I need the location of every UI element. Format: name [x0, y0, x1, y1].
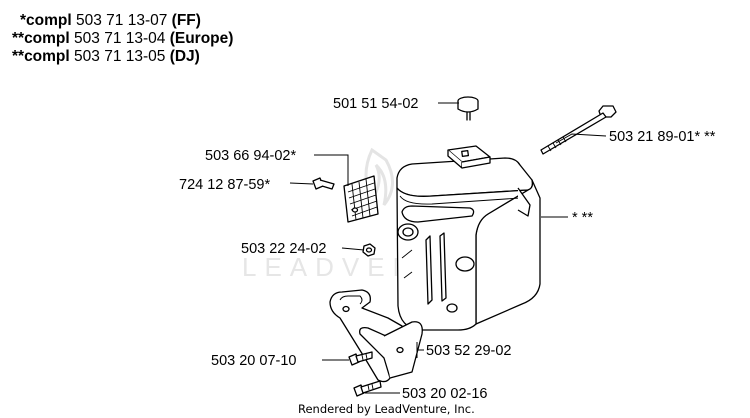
- nut-part[interactable]: [362, 243, 376, 257]
- label-nut: 503 22 24-02: [241, 241, 326, 257]
- header-line-europe: **compl 503 71 13-04 (Europe): [12, 30, 233, 47]
- label-bracket-screw-lower: 503 20 02-16: [402, 386, 487, 402]
- header-prefix: **compl: [12, 30, 70, 47]
- credit-text: Rendered by LeadVenture, Inc.: [298, 402, 475, 416]
- label-spark-screen: 503 66 94-02*: [205, 148, 296, 164]
- cap-part[interactable]: [457, 96, 479, 121]
- muffler-body[interactable]: [396, 145, 541, 331]
- screen-screw[interactable]: [312, 177, 335, 190]
- bracket-screw-lower[interactable]: [353, 380, 382, 397]
- header-part-number: 503 71 13-05: [74, 48, 166, 65]
- label-cap: 501 51 54-02: [333, 96, 418, 112]
- header-prefix: **compl: [12, 48, 70, 65]
- spark-screen[interactable]: [343, 175, 379, 223]
- header-part-number: 503 71 13-04: [74, 30, 166, 47]
- bracket-screw-upper[interactable]: [348, 351, 373, 366]
- header-line-ff: *compl 503 71 13-07 (FF): [20, 12, 201, 29]
- label-bracket-screw-upper: 503 20 07-10: [211, 353, 296, 369]
- header-variant: (FF): [171, 12, 201, 29]
- header-part-number: 503 71 13-07: [76, 12, 168, 29]
- header-line-dj: **compl 503 71 13-05 (DJ): [12, 48, 200, 65]
- label-muffler-assembly: * **: [572, 210, 593, 226]
- label-bracket: 503 52 29-02: [426, 343, 511, 359]
- label-screen-screw: 724 12 87-59*: [179, 177, 270, 193]
- header-prefix: *compl: [20, 12, 72, 29]
- label-long-bolt: 503 21 89-01* **: [609, 129, 716, 145]
- header-variant: (Europe): [169, 30, 234, 47]
- bracket-part[interactable]: [329, 289, 423, 383]
- leader-lines: [289, 102, 607, 394]
- header-variant: (DJ): [169, 48, 200, 65]
- long-bolt[interactable]: [540, 105, 617, 155]
